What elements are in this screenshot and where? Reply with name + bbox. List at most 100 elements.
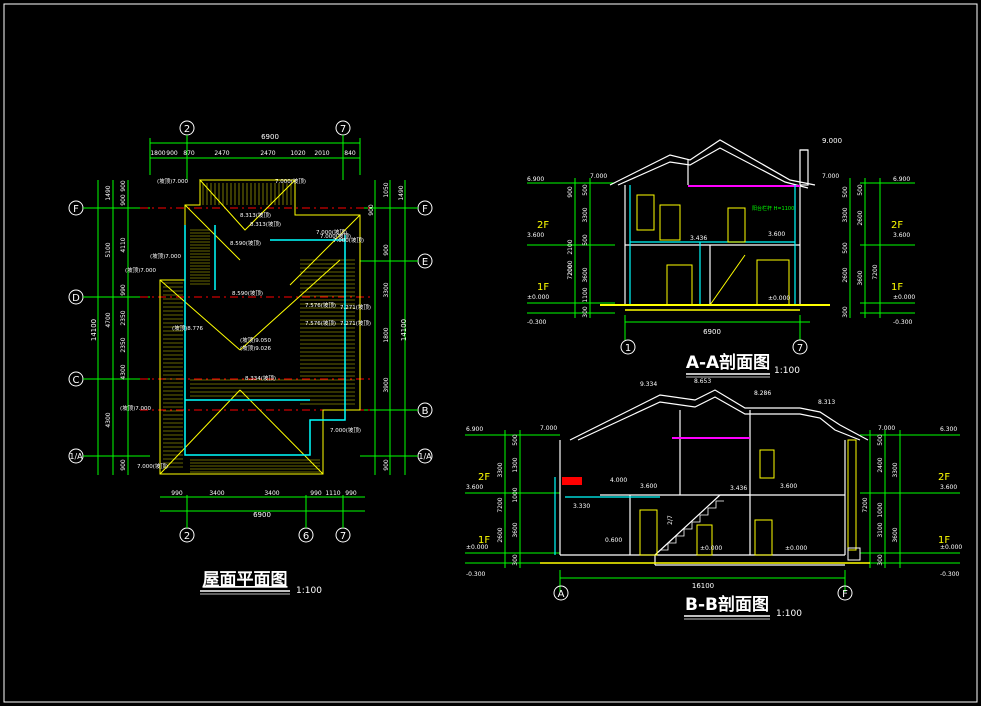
bb-red-element [562, 477, 582, 485]
bb-box [847, 547, 861, 561]
roof-plan-right-axis-B: B [417, 402, 433, 418]
bb-labels: 6.9003.600±0.000-0.3006.3003.600±0.000-0… [466, 378, 962, 578]
elevation-label: 3.600 [940, 484, 957, 491]
elevation-label: 3.600 [466, 484, 483, 491]
aa-walls [609, 139, 816, 306]
axis-label: 7 [340, 531, 346, 542]
dim-label: 1000 [512, 487, 519, 502]
bb-bottom-dim: 16100 [692, 582, 714, 590]
axis-label: C [73, 375, 80, 386]
dim-label: 2600 [497, 527, 504, 542]
top-dim: 1020 [290, 150, 305, 157]
elevation-label: -0.300 [527, 319, 547, 326]
top-total-dim: 6900 [261, 133, 279, 141]
axis-label: 7 [340, 124, 346, 135]
left-dim: 4110 [120, 237, 127, 252]
dim-label: 500 [582, 234, 589, 246]
axis-label: 6 [303, 531, 309, 542]
elevation-label: 4.000 [610, 477, 627, 484]
bottom-dim: 990 [310, 490, 322, 497]
axis-label: D [72, 293, 80, 304]
ridge-label: 7.271(坡顶) [340, 319, 371, 327]
roof-plan-title: 屋面平面图 [203, 570, 288, 590]
ridge-label: 8.590(坡顶) [230, 239, 261, 247]
dim-label: 500 [857, 184, 864, 196]
dim-label: 3600 [582, 267, 589, 282]
section-aa: 1 7 6900 9.000 6.9003.600±0.000-0.3006.9… [527, 137, 915, 378]
aa-top-elev: 9.000 [822, 137, 842, 145]
aa-cyan-lines [629, 185, 796, 305]
axis-label: A [558, 589, 565, 600]
dim-label: 3300 [892, 462, 899, 477]
elevation-label: ±0.000 [893, 294, 915, 301]
elevation-label: 6.900 [893, 176, 910, 183]
elevation-label: 7.000(坡顶) [316, 228, 347, 236]
roof-plan-bottom-dim-lines [160, 496, 365, 512]
ridge-label: (坡顶)8.776 [172, 324, 204, 332]
elevation-label: 7.000(坡顶) [330, 426, 361, 434]
roof-plan-left-axis-1A: 1/A [68, 448, 84, 464]
roof-plan-right-dim-lines [374, 180, 406, 475]
dim-label: 1000 [877, 502, 884, 517]
roof-plan-left-axis-D: D [68, 289, 84, 305]
roof-plan-bottom-axis-6: 6 [298, 527, 314, 543]
drawing-frame [3, 3, 978, 703]
left-dim: 990 [120, 284, 127, 296]
dim-label: 3600 [857, 270, 864, 285]
elevation-label: 8.286 [754, 390, 771, 397]
right-dim: 3300 [383, 282, 390, 297]
floor-label: 1F [891, 282, 903, 293]
elevation-label: -0.300 [940, 571, 960, 578]
bb-cyan-lines [554, 477, 660, 555]
dim-label: 300 [842, 306, 849, 318]
roof-plan-left-axis-F: F [68, 200, 84, 216]
right-dim: 900 [368, 204, 375, 216]
dim-label: 2100 [567, 239, 574, 254]
elevation-label: ±0.000 [785, 545, 807, 552]
left-dim: 2350 [120, 310, 127, 325]
bb-openings [639, 439, 857, 556]
ridge-label: 8.590(坡顶) [232, 289, 263, 297]
note-label: 阳台栏杆 H=1100 [752, 205, 794, 212]
dim-label: 500 [582, 184, 589, 196]
elevation-label: 6.300 [940, 426, 957, 433]
left-dim: 900 [120, 180, 127, 192]
elevation-label: 7.000(坡顶) [275, 177, 306, 185]
dim-label: 2600 [857, 210, 864, 225]
section-bb-scale: 1:100 [776, 609, 802, 619]
dim-label: 300 [512, 554, 519, 566]
elevation-label: 3.436 [730, 485, 747, 492]
axis-label: B [422, 406, 429, 417]
floor-label: 1F [537, 282, 549, 293]
aa-labels: 6.9003.600±0.000-0.3006.9003.600±0.000-0… [527, 173, 915, 326]
axis-label: 2 [184, 531, 190, 542]
dim-label: 300 [582, 306, 589, 318]
elevation-label: 7.000 [590, 173, 607, 180]
dim-label: 2400 [877, 457, 884, 472]
ridge-label: 7.271(坡顶) [340, 303, 371, 311]
dim-label: 7200 [567, 264, 574, 279]
elevation-label: 3.600 [640, 483, 657, 490]
dim-label: 3100 [877, 522, 884, 537]
dim-label: 3600 [892, 527, 899, 542]
elevation-label: 7.000 [540, 425, 557, 432]
left-dim: 4300 [120, 364, 127, 379]
right-dim: 900 [383, 459, 390, 471]
elevation-label: -0.300 [466, 571, 486, 578]
bb-axis-F: F [837, 585, 853, 601]
elevation-label: 3.600 [768, 231, 785, 238]
elevation-label: 7.000 [878, 425, 895, 432]
bb-stair [660, 500, 724, 551]
left-dim: 1490 [105, 185, 112, 200]
floor-label: 2F [478, 472, 490, 483]
stair-note: 2/7 [667, 515, 674, 525]
top-dim: 2470 [260, 150, 275, 157]
dim-label: 1300 [512, 457, 519, 472]
dim-label: 3300 [497, 462, 504, 477]
roof-plan-right-axis-1A: 1/A [417, 448, 433, 464]
roof-plan-right-axis-E: E [417, 253, 433, 269]
